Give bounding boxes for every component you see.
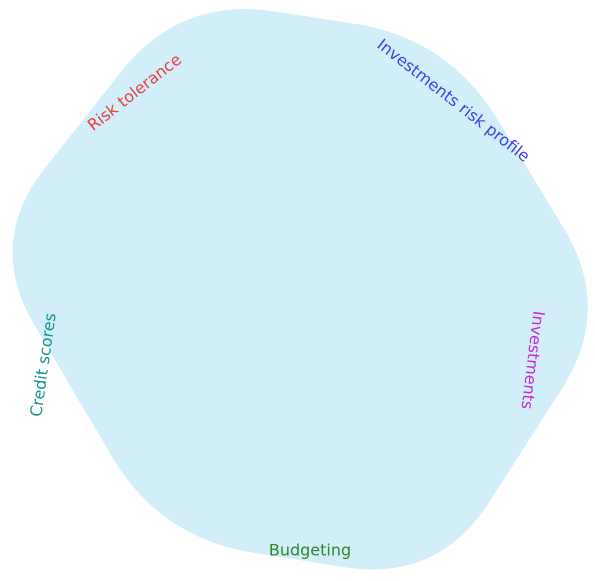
label-credit-scores: Credit scores: [26, 312, 59, 418]
hexagon-shape: [12, 9, 588, 570]
label-budgeting: Budgeting: [269, 541, 351, 560]
